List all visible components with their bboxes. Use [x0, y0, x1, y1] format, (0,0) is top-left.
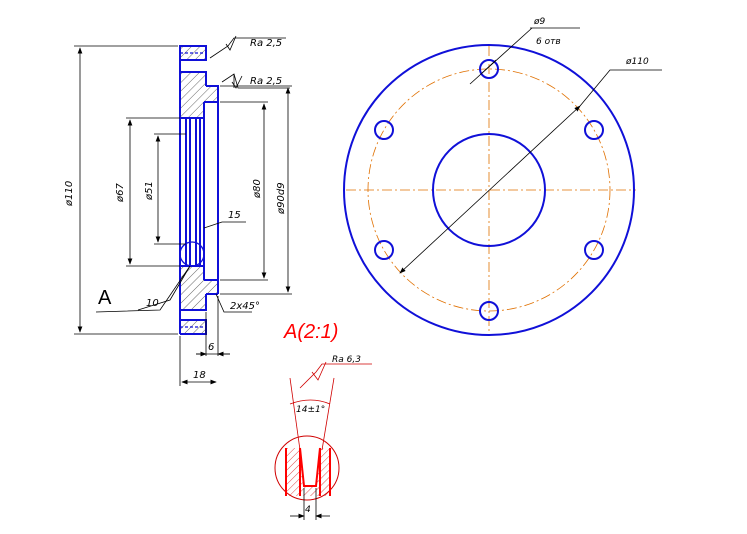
bolt-hole	[584, 240, 604, 260]
roughness-label-2: Ra 2,5	[250, 76, 282, 87]
roughness-label-1: Ra 2,5	[250, 38, 282, 49]
detail-angle: 14±1°	[296, 405, 325, 415]
bolt-hole	[479, 301, 499, 321]
dim-diameter-67: ø67	[115, 183, 126, 203]
bolt-hole	[374, 240, 394, 260]
dim-outer-diameter: ø110	[64, 181, 75, 207]
detail-circle	[274, 435, 340, 501]
detail-roughness: Ra 6,3	[332, 355, 361, 365]
groove-profile	[285, 447, 331, 496]
detail-width: 4	[305, 505, 311, 515]
view-letter-a: A	[98, 287, 112, 309]
bolt-hole	[374, 120, 394, 140]
dim-diameter-90: ø90d9	[276, 182, 287, 215]
hole-diameter-label: ø9	[533, 17, 546, 27]
detail-title: A(2:1)	[283, 321, 338, 343]
section-view: Ra 2,5 Ra 2,5 ø110 ø67 ø51 ø80 ø90d9 15 …	[64, 35, 292, 386]
hole-count-label: 6 отв	[536, 37, 561, 47]
bolt-holes	[374, 59, 604, 321]
dim-groove-10: 10	[146, 298, 159, 309]
detail-marker-circle	[179, 241, 205, 267]
flange-outer-circle	[343, 44, 635, 336]
bolt-hole	[479, 59, 499, 79]
bolt-hole	[584, 120, 604, 140]
front-view: ø9 6 отв ø110	[343, 17, 662, 336]
section-contour	[179, 45, 219, 335]
section-hatching	[180, 46, 218, 334]
detail-view: A(2:1) Ra 6,3 14±1° 4	[274, 321, 372, 520]
dim-chamfer: 2x45°	[230, 301, 260, 312]
outer-diameter-label: ø110	[625, 57, 649, 67]
dim-groove-15: 15	[228, 210, 241, 221]
dim-width-6: 6	[208, 342, 214, 353]
dim-diameter-80: ø80	[252, 179, 263, 199]
dim-width-18: 18	[193, 370, 206, 381]
dim-diameter-51: ø51	[144, 181, 155, 201]
